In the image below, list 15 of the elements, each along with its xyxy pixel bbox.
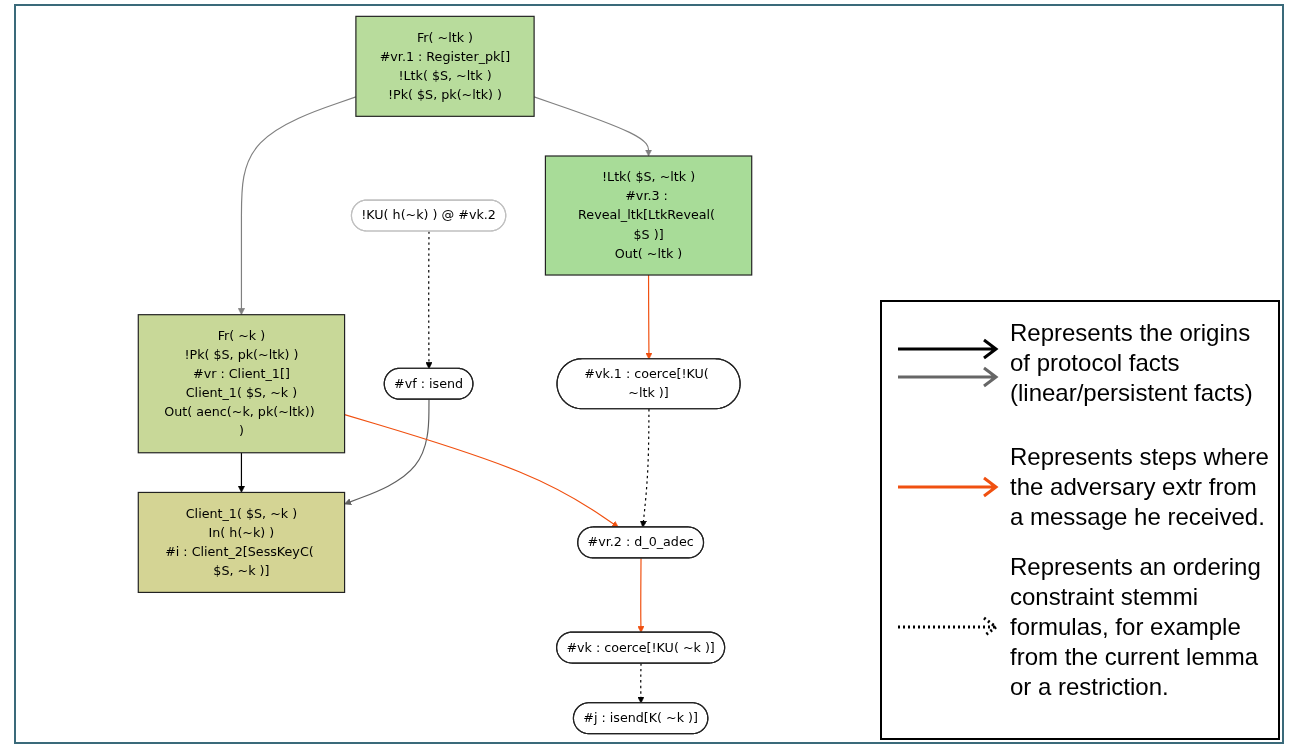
node-box: Client_1( $S, ~k ) In( h(~k) ) #i : Client_2[SessKeyC( $S, ~k )] — [137, 491, 346, 593]
arrow — [237, 452, 245, 493]
arrow — [637, 662, 645, 704]
arrow — [645, 274, 653, 360]
node-box: Fr( ~ltk ) #vr.1 : Register_pk[] !Ltk( $S, ~ltk ) !Pk( $S, pk(~ltk) ) — [355, 15, 535, 117]
arrow — [425, 230, 433, 369]
legend-text: Represents steps where the adversary extr from a message he received. — [1010, 442, 1270, 532]
legend-text: Represents an ordering constraint stemmi formulas, for example from the current lemma or a restriction. — [1010, 552, 1262, 702]
arrow — [637, 557, 645, 633]
legend-text: Represents the origins of protocol facts (linear/persistent facts) — [1010, 318, 1254, 408]
node-box: Fr( ~k ) !Pk( $S, pk(~ltk) ) #vr : Client_1[] Client_1( $S, ~k ) Out( aenc(~k, pk(~ltk)) ) — [137, 314, 346, 454]
node-box: !Ltk( $S, ~ltk ) #vr.3 : Reveal_ltk[LtkReveal( $S )] Out( ~ltk ) — [544, 155, 753, 276]
arrow — [640, 408, 650, 528]
arrow — [344, 399, 430, 505]
arrow — [344, 414, 619, 528]
